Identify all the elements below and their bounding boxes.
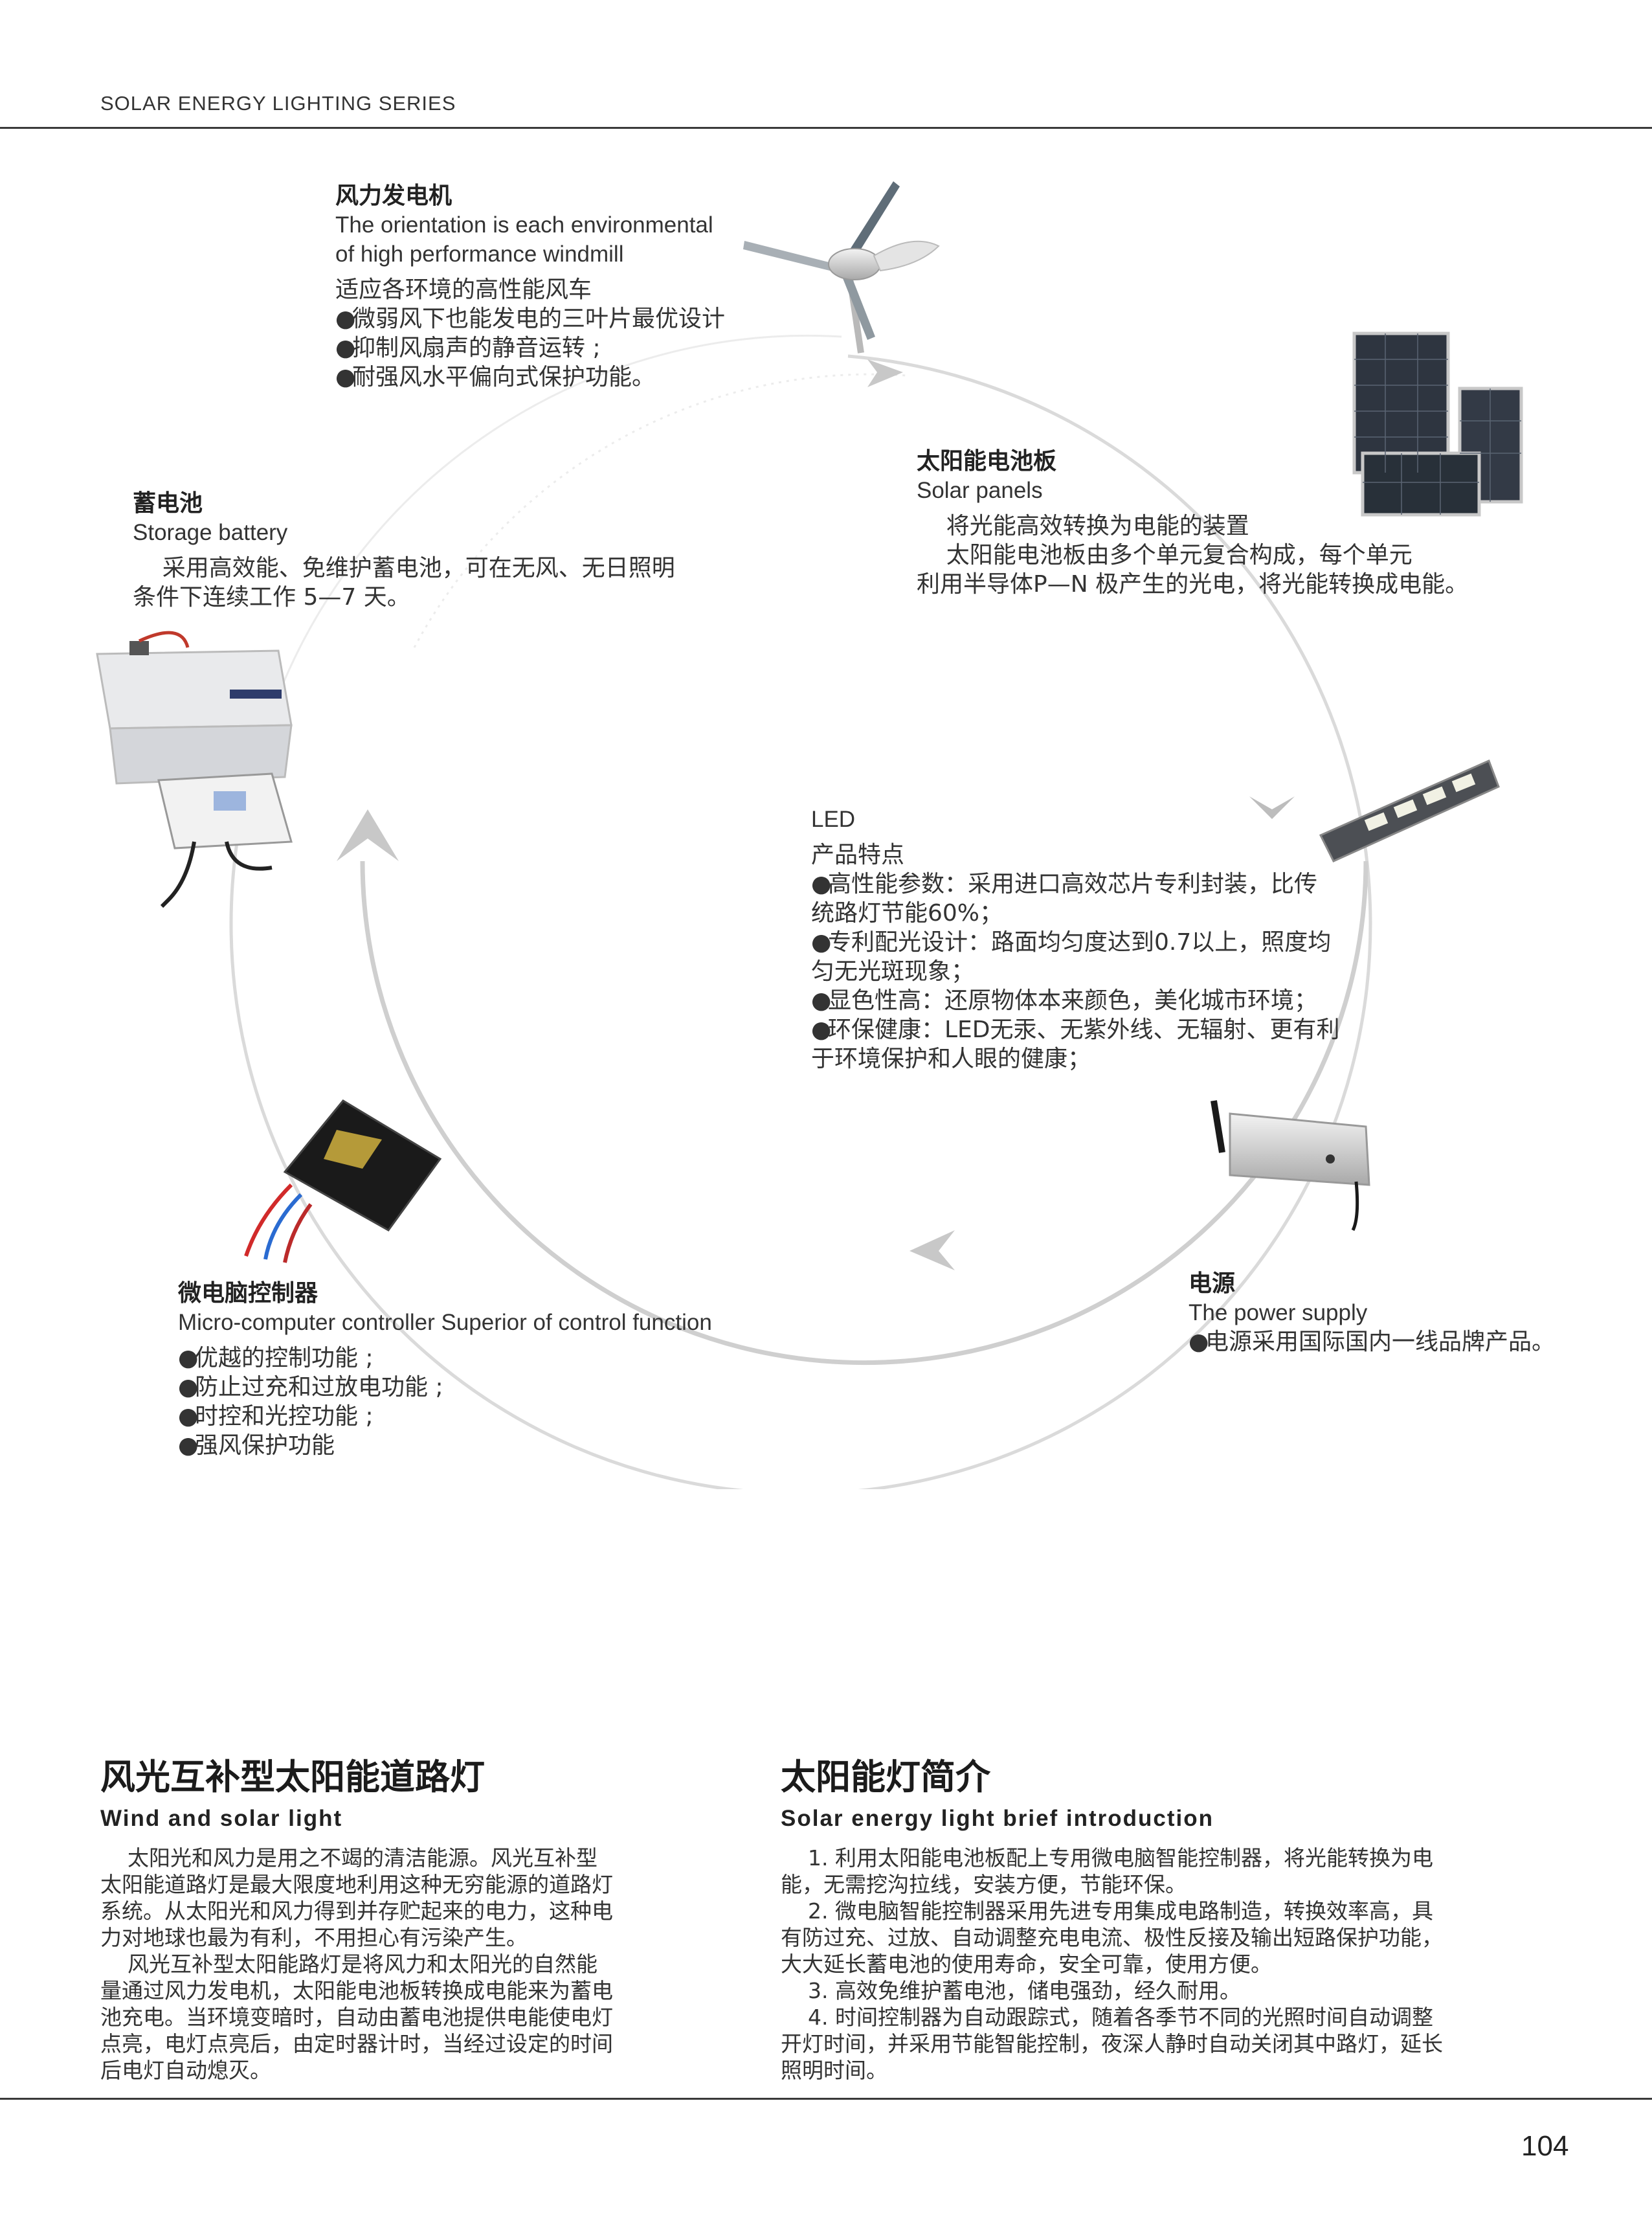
list-item: ●显色性高：还原物体本来颜色，美化城市环境； xyxy=(811,987,1318,1014)
outer-ring-upper xyxy=(271,334,842,713)
storage-battery-line: 条件下连续工作 5—7 天。 xyxy=(133,584,410,611)
controller-en: Micro-computer controller Superior of co… xyxy=(178,1310,712,1335)
storage-battery-title: 蓄电池 xyxy=(133,490,203,517)
list-item: ●电源采用国际国内一线品牌产品。 xyxy=(1189,1329,1556,1355)
wind-generator-en-line2: of high performance windmill xyxy=(335,242,624,267)
solar-panels-image xyxy=(1352,332,1523,517)
wind-solar-light-section: 风光互补型太阳能道路灯 Wind and solar light 太阳光和风力是… xyxy=(100,1748,702,2084)
arrow-down-icon xyxy=(1249,796,1295,819)
solar-panel-section: 太阳能电池板 Solar panels 将光能高效转换为电能的装置 太阳能电池板… xyxy=(917,447,1468,599)
arrow-left-icon xyxy=(910,1230,955,1270)
list-item: ●专利配光设计：路面均匀度达到0.7以上，照度均 xyxy=(811,929,1332,956)
inverter-image xyxy=(157,772,293,908)
storage-battery-section: 蓄电池 Storage battery 采用高效能、免维护蓄电池，可在无风、无日… xyxy=(133,489,675,612)
storage-battery-en: Storage battery xyxy=(133,520,288,545)
solar-light-intro-subtitle: Solar energy light brief introduction xyxy=(781,1806,1214,1831)
wind-generator-subtitle: 适应各环境的高性能风车 xyxy=(335,276,592,303)
led-section: LED 产品特点 ●高性能参数：采用进口高效芯片专利封装，比传 统路灯节能60%… xyxy=(811,805,1368,1074)
led-street-lamp-image xyxy=(1319,759,1500,862)
controller-title: 微电脑控制器 xyxy=(178,1280,318,1307)
wind-generator-en-line1: The orientation is each environmental xyxy=(335,212,713,238)
wind-solar-light-subtitle: Wind and solar light xyxy=(100,1806,343,1831)
arrow-right-icon xyxy=(867,359,903,387)
list-item-continuation: 于环境保护和人眼的健康； xyxy=(811,1046,1091,1072)
solar-panel-line: 将光能高效转换为电能的装置 xyxy=(917,513,1249,539)
led-title: LED xyxy=(811,807,856,832)
wind-solar-light-body: 太阳光和风力是用之不竭的清洁能源。风光互补型 太阳能道路灯是最大限度地利用这种无… xyxy=(100,1845,613,2083)
storage-battery-line: 采用高效能、免维护蓄电池，可在无风、无日照明 xyxy=(133,555,675,581)
list-item: ●防止过充和过放电功能 ; xyxy=(178,1374,443,1400)
list-item: ●强风保护功能 xyxy=(178,1432,335,1459)
solar-panel-line: 利用半导体P—N 极产生的光电，将光能转换成电能。 xyxy=(917,571,1469,598)
solar-light-intro-section: 太阳能灯简介 Solar energy light brief introduc… xyxy=(781,1748,1557,2084)
controller-section: 微电脑控制器 Micro-computer controller Superio… xyxy=(178,1279,712,1460)
list-item-continuation: 匀无光斑现象； xyxy=(811,958,975,985)
power-supply-en: The power supply xyxy=(1189,1300,1368,1325)
outer-ring xyxy=(229,354,1372,1489)
list-item: ●耐强风水平偏向式保护功能。 xyxy=(335,364,656,390)
arrow-up-icon xyxy=(337,809,399,861)
list-item: ●高性能参数：采用进口高效芯片专利封装，比传 xyxy=(811,871,1318,897)
solar-light-intro-title: 太阳能灯简介 xyxy=(781,1757,990,1797)
inner-ring xyxy=(360,860,1368,1366)
list-item: ●优越的控制功能 ; xyxy=(178,1345,374,1371)
solar-panel-en: Solar panels xyxy=(917,478,1043,503)
solar-panel-line: 太阳能电池板由多个单元复合构成，每个单元 xyxy=(917,542,1412,568)
list-item-continuation: 统路灯节能60%； xyxy=(811,900,1003,927)
list-item: ●抑制风扇声的静音运转 ; xyxy=(335,335,601,361)
list-item: ●时控和光控功能 ; xyxy=(178,1403,374,1430)
page-number: 104 xyxy=(1521,2130,1569,2162)
solar-light-intro-body: 1. 利用太阳能电池板配上专用微电脑智能控制器，将光能转换为电 能，无需挖沟拉线… xyxy=(781,1845,1443,2083)
power-supply-title: 电源 xyxy=(1189,1270,1236,1297)
power-supply-image xyxy=(1211,1100,1370,1231)
led-subtitle: 产品特点 xyxy=(811,842,905,868)
cycle-diagram xyxy=(96,181,1523,1489)
list-item: ●环保健康：LED无汞、无紫外线、无辐射、更有利 xyxy=(811,1017,1340,1043)
solar-panel-title: 太阳能电池板 xyxy=(917,448,1057,475)
series-header: SOLAR ENERGY LIGHTING SERIES xyxy=(100,92,456,115)
wind-turbine-image xyxy=(743,181,940,354)
wind-generator-section: 风力发电机 The orientation is each environmen… xyxy=(335,181,725,392)
wind-generator-title: 风力发电机 xyxy=(335,183,452,209)
footer-rule xyxy=(0,2098,1652,2100)
battery-image xyxy=(96,631,293,785)
list-item: ●微弱风下也能发电的三叶片最优设计 xyxy=(335,306,726,332)
wind-solar-light-title: 风光互补型太阳能道路灯 xyxy=(100,1757,485,1797)
power-supply-section: 电源 The power supply ●电源采用国际国内一线品牌产品。 xyxy=(1189,1269,1555,1356)
controller-image xyxy=(244,1099,442,1263)
header-rule xyxy=(0,127,1652,129)
inner-ring-top xyxy=(413,373,907,648)
